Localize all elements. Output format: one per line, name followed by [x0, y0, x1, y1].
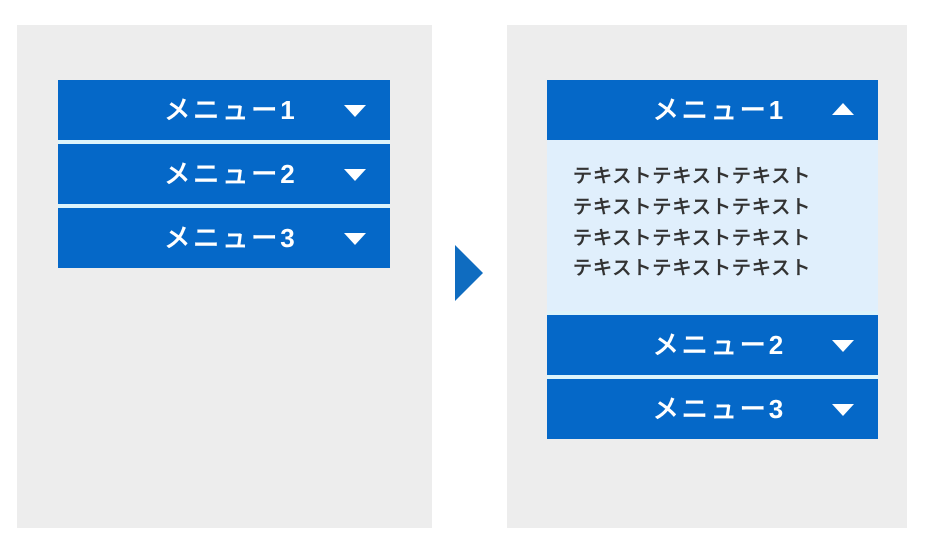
accordion-header-menu2[interactable]: メニュー2 [547, 315, 878, 376]
triangle-down-icon [832, 340, 854, 353]
content-line: テキストテキストテキスト [573, 227, 812, 249]
accordion-label-menu1: メニュー1 [652, 95, 787, 125]
collapsed-state-panel: メニュー1 メニュー2 メニュー3 [17, 25, 432, 528]
triangle-up-icon [832, 103, 854, 115]
accordion-item-menu3: メニュー3 [547, 379, 878, 440]
accordion-item-menu3: メニュー3 [58, 208, 390, 268]
triangle-down-icon [344, 105, 366, 117]
accordion-header-menu3[interactable]: メニュー3 [547, 379, 878, 440]
content-line: テキストテキストテキスト [573, 196, 812, 218]
accordion-label-menu2: メニュー2 [652, 330, 787, 361]
accordion-content-menu1: テキストテキストテキスト テキストテキストテキスト テキストテキストテキスト テ… [547, 140, 878, 312]
content-line: テキストテキストテキスト [573, 166, 812, 187]
triangle-down-icon [832, 404, 854, 417]
accordion-divider [58, 204, 390, 208]
accordion-label-menu1: メニュー1 [164, 95, 298, 125]
accordion-collapsed: メニュー1 メニュー2 メニュー3 [58, 80, 390, 268]
triangle-right-icon [455, 245, 483, 301]
accordion-item-menu1: メニュー1 テキストテキストテキスト テキストテキストテキスト テキストテキスト… [547, 80, 878, 312]
expanded-state-panel: メニュー1 テキストテキストテキスト テキストテキストテキスト テキストテキスト… [507, 25, 907, 528]
accordion-label-menu3: メニュー3 [164, 223, 298, 253]
accordion-label-menu3: メニュー3 [652, 394, 787, 425]
accordion-expanded: メニュー1 テキストテキストテキスト テキストテキストテキスト テキストテキスト… [547, 80, 878, 440]
triangle-down-icon [344, 233, 366, 245]
accordion-header-menu2[interactable]: メニュー2 [58, 144, 390, 204]
triangle-down-icon [344, 169, 366, 181]
accordion-header-menu3[interactable]: メニュー3 [58, 208, 390, 268]
accordion-divider [547, 311, 878, 316]
accordion-label-menu2: メニュー2 [164, 159, 298, 189]
accordion-header-menu1[interactable]: メニュー1 [58, 80, 390, 140]
accordion-item-menu2: メニュー2 [547, 315, 878, 376]
accordion-divider [547, 375, 878, 380]
content-line: テキストテキストテキスト [573, 258, 812, 280]
accordion-item-menu2: メニュー2 [58, 144, 390, 204]
accordion-item-menu1: メニュー1 [58, 80, 390, 140]
accordion-divider [58, 140, 390, 144]
accordion-header-menu1[interactable]: メニュー1 [547, 80, 878, 140]
